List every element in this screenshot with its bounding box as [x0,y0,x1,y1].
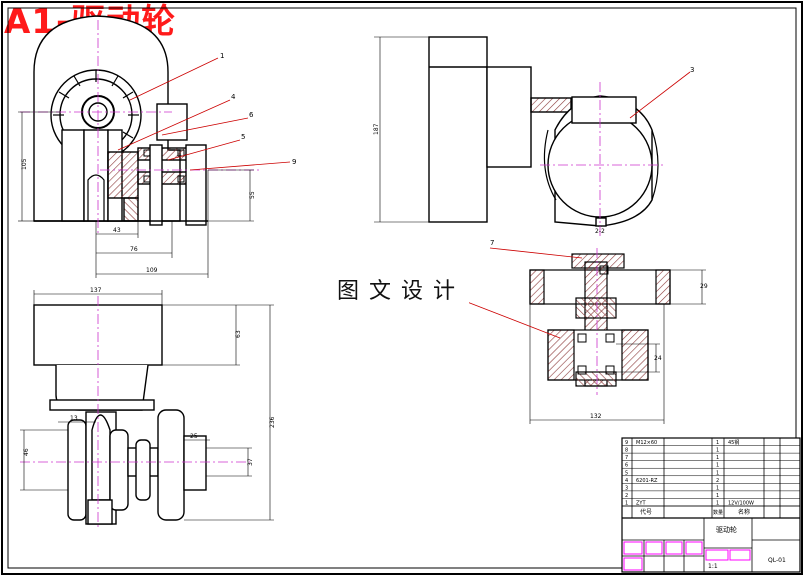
inner-frame [7,7,797,569]
dim-front-w3: 109 [146,267,158,274]
section-view [529,253,671,387]
balloon-5: 5 [241,133,245,141]
bom-cell-qty: 1 [716,485,719,491]
balloon-9: 9 [292,158,296,166]
title-block-magenta [623,541,751,571]
bom-cell-no: 9 [625,440,628,446]
drawing-number: QL-01 [768,557,786,564]
bom-cell-no: 3 [625,485,628,491]
dim-section-small: 24 [654,355,662,362]
dim-section-width: 132 [590,413,602,420]
bom-cell-mat: 12V/100W [728,501,754,507]
side-motor-tall [428,36,488,223]
gear-teeth [53,70,139,139]
side-view [428,36,659,227]
bom-cell-code: 6201-RZ [636,478,658,484]
hatched-shaft [107,151,139,199]
bom-cell-qty: 1 [716,455,719,461]
plan-dimensions [20,290,274,521]
bom-cell-no: 4 [625,478,628,484]
bom-cell-mat: 45钢 [728,439,739,446]
dim-front-w2: 76 [130,246,138,253]
plan-view [33,304,207,525]
bom-cell-no: 7 [625,455,628,461]
front-leaders [117,57,291,171]
title-block [621,437,801,573]
bom-cell-code: M12×60 [636,440,657,446]
bom-cell-qty: 1 [716,440,719,446]
plan-wheel-2 [157,409,185,521]
dim-front-height: 105 [21,158,28,170]
side-centerlines [540,82,664,236]
bom-cell-no: 2 [625,493,628,499]
section-mark: 2-2 [595,228,605,235]
balloon-4: 4 [231,93,236,101]
header-qty: 数量 [713,509,723,516]
bracket [156,103,188,141]
balloon-3: 3 [690,66,694,74]
header-name: 名称 [738,508,750,516]
bom-cell-no: 1 [625,501,628,507]
bom-cell-qty: 1 [716,470,719,476]
bom-cell-code: ZYT [636,501,646,507]
header-code: 代号 [640,508,652,516]
part-name: 驱动轮 [716,525,737,534]
front-view [33,15,208,226]
bom-cell-no: 6 [625,463,628,469]
balloon-1: 1 [220,52,224,60]
section-dimensions [529,269,706,424]
dim-plan-small: 13 [70,415,78,422]
balloon-6: 6 [249,111,254,119]
dim-plan-left: 46 [23,448,30,456]
dim-plan-total: 236 [269,416,276,428]
bom-cell-qty: 2 [716,478,719,484]
plan-wheel-1 [67,419,87,521]
dim-front-small: 55 [249,191,256,199]
dim-plan-upper: 63 [235,330,242,338]
bom-cell-no: 8 [625,448,628,454]
bom-cell-qty: 1 [716,493,719,499]
bom-cell-qty: 1 [716,463,719,469]
front-dimensions [18,111,254,278]
dim-plan-right-w: 25 [190,433,198,440]
bom-cell-qty: 1 [716,501,719,507]
bom-cell-qty: 1 [716,448,719,454]
wheel-left [61,129,85,222]
side-dimensions [374,36,429,223]
dim-plan-right-h: 37 [247,458,254,466]
dim-section-height: 29 [700,283,708,290]
drawing-scale: 1:1 [708,563,718,570]
dim-plan-width: 137 [90,287,102,294]
bom-cell-no: 5 [625,470,628,476]
dim-side-height: 187 [373,123,380,135]
dim-front-w1: 43 [113,227,121,234]
watermark-text: 图文设计 [333,273,470,305]
balloon-7: 7 [490,239,494,247]
section-bearings [577,265,615,375]
plan-centerlines [20,296,250,530]
